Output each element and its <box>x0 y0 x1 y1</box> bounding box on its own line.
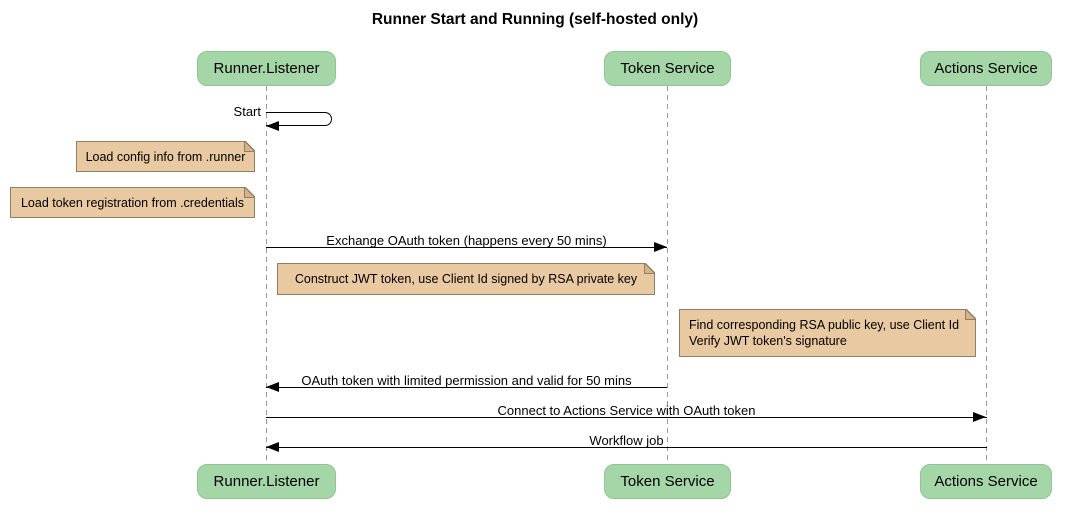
diagram-title: Runner Start and Running (self-hosted on… <box>371 11 699 28</box>
message-oauth-return-label: OAuth token with limited permission and … <box>301 373 632 388</box>
note-load-token-registration: Load token registration from .credential… <box>10 187 255 218</box>
message-workflow-job-label: Workflow job <box>589 433 664 448</box>
message-workflow-job-line <box>266 447 987 448</box>
folded-corner-icon <box>644 263 655 274</box>
folded-corner-icon <box>244 141 255 152</box>
participant-label: Actions Service <box>934 60 1038 77</box>
note-verify-jwt: Find corresponding RSA public key, use C… <box>679 309 976 357</box>
note-load-config: Load config info from .runner <box>76 141 255 172</box>
lifeline-actions-service <box>986 86 987 464</box>
participant-actions-service-top: Actions Service <box>920 51 1052 86</box>
note-text: Find corresponding RSA public key, use C… <box>689 318 960 332</box>
participant-runner-listener-top: Runner.Listener <box>197 51 336 86</box>
arrowhead-icon <box>973 412 986 422</box>
lifeline-token-service <box>667 86 668 464</box>
lifeline-runner-listener <box>266 86 267 464</box>
arrowhead-icon <box>654 242 667 252</box>
participant-label: Runner.Listener <box>213 60 320 77</box>
participant-actions-service-bottom: Actions Service <box>920 464 1052 499</box>
note-text: Load config info from .runner <box>85 149 246 164</box>
self-message-loop <box>266 112 332 126</box>
message-connect-label: Connect to Actions Service with OAuth to… <box>497 403 756 418</box>
note-text: Construct JWT token, use Client Id signe… <box>294 272 638 286</box>
folded-corner-icon <box>244 187 255 198</box>
participant-label: Token Service <box>620 60 715 77</box>
note-text: Load token registration from .credential… <box>20 195 245 210</box>
arrowhead-icon <box>266 442 279 452</box>
participant-label: Token Service <box>620 473 715 490</box>
note-construct-jwt: Construct JWT token, use Client Id signe… <box>277 263 655 295</box>
message-start-label: Start <box>233 104 261 119</box>
folded-corner-icon <box>965 309 976 320</box>
arrowhead-icon <box>266 382 279 392</box>
participant-token-service-top: Token Service <box>604 51 731 86</box>
participant-label: Runner.Listener <box>213 473 320 490</box>
message-exchange-oauth-line <box>266 247 667 248</box>
message-exchange-oauth-label: Exchange OAuth token (happens every 50 m… <box>326 233 607 248</box>
arrowhead-icon <box>266 121 279 131</box>
participant-token-service-bottom: Token Service <box>604 464 731 499</box>
message-oauth-return-line <box>266 387 667 388</box>
message-connect-line <box>266 417 987 418</box>
participant-label: Actions Service <box>934 473 1038 490</box>
note-text: Verify JWT token's signature <box>689 334 847 348</box>
participant-runner-listener-bottom: Runner.Listener <box>197 464 336 499</box>
